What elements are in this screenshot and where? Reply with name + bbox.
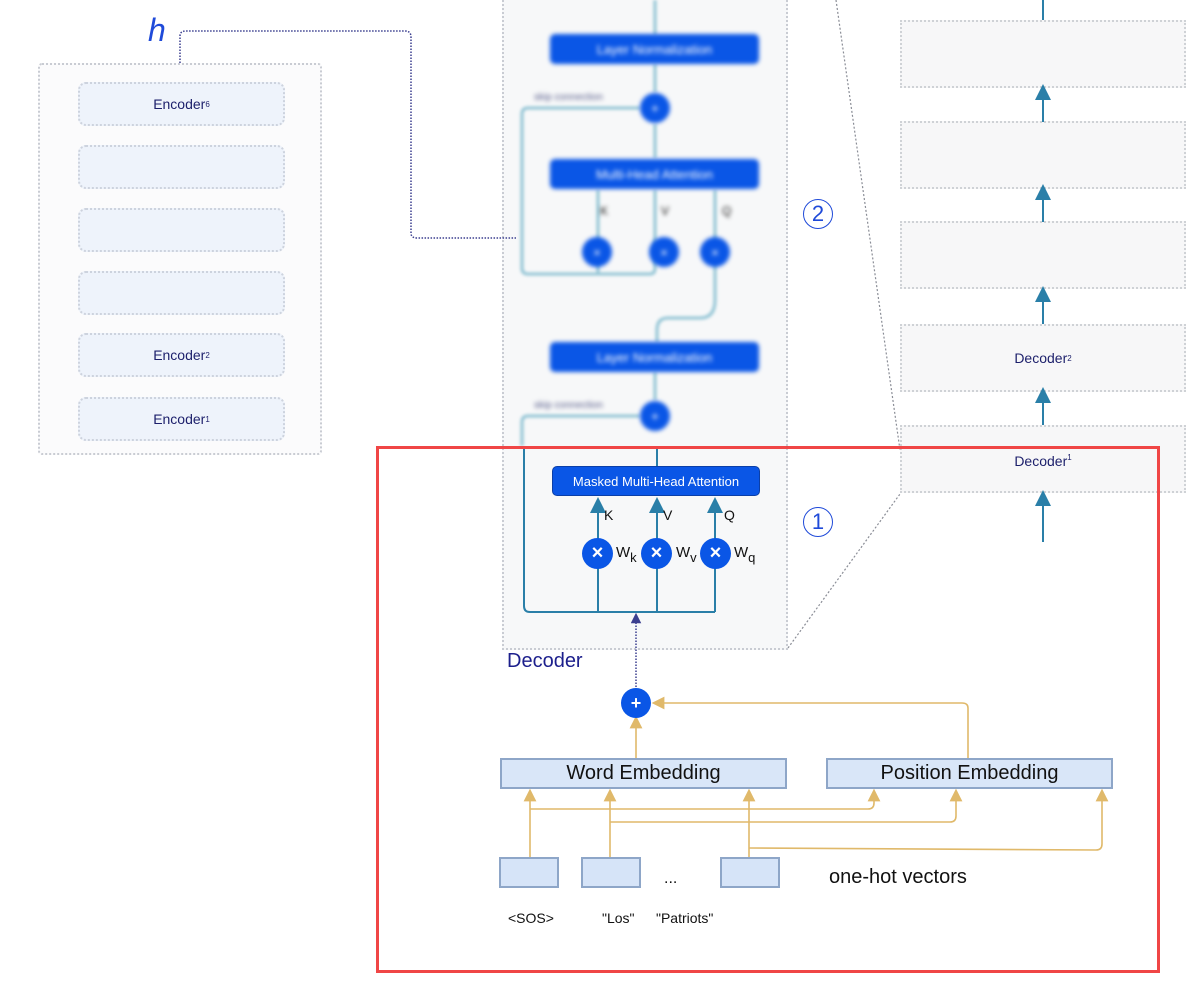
token-sos: <SOS>: [508, 910, 554, 926]
embedding-add-node: +: [621, 688, 651, 718]
cross-mult-q: ×: [700, 237, 730, 267]
one-hot-los: [581, 857, 641, 888]
token-patriots: "Patriots": [656, 910, 714, 926]
add-node-middle: +: [640, 401, 670, 431]
multiply-v-node: ×: [641, 538, 672, 569]
one-hot-sos: [499, 857, 559, 888]
k-label: K: [604, 507, 614, 523]
multiply-q-node: ×: [700, 538, 731, 569]
position-embedding-box: Position Embedding: [826, 758, 1113, 789]
blurred-decoder-upper: [520, 0, 717, 446]
cross-q-label: Q: [722, 204, 732, 218]
layer-norm-middle: Layer Normalization: [550, 342, 759, 372]
add-node-top: +: [640, 93, 670, 123]
cross-attention-block: Multi-Head Attention: [550, 159, 759, 189]
wq-label: Wq: [734, 544, 756, 565]
word-embedding-box: Word Embedding: [500, 758, 787, 789]
highlight-box: [376, 446, 1160, 973]
step-1-marker: 1: [803, 507, 833, 537]
token-los: "Los": [602, 910, 635, 926]
encoder-box-3: [78, 271, 285, 315]
v-label: V: [663, 507, 673, 523]
encoder-stack: [38, 63, 322, 455]
encoder-box-4: [78, 208, 285, 252]
step-2-marker: 2: [803, 199, 833, 229]
ellipsis: ...: [664, 870, 678, 887]
cross-v-label: V: [661, 204, 670, 218]
cross-k-label: K: [600, 204, 609, 218]
decoder-title: Decoder: [507, 650, 583, 672]
layer-norm-top: Layer Normalization: [550, 34, 759, 64]
skip-line-lower: [523, 446, 715, 613]
zoom-line-top: [835, 0, 901, 451]
cross-mult-v: ×: [649, 237, 679, 267]
skip-connection-label-top: skip connection: [534, 92, 603, 103]
wv-label: Wv: [676, 544, 697, 565]
multiply-k-node: ×: [582, 538, 613, 569]
embedding-lines: [523, 696, 1109, 857]
one-hot-patriots: [720, 857, 780, 888]
encoder-to-decoder-connection: [179, 30, 516, 239]
encoder-box-5: [78, 145, 285, 189]
masked-attention-block: Masked Multi-Head Attention: [552, 466, 760, 496]
one-hot-label: one-hot vectors: [829, 866, 967, 888]
encoder-output-label: h: [148, 12, 166, 48]
q-label: Q: [724, 507, 735, 523]
skip-connection-label-lower: skip connection: [534, 400, 603, 411]
cross-mult-k: ×: [582, 237, 612, 267]
wk-label: Wk: [616, 544, 637, 565]
